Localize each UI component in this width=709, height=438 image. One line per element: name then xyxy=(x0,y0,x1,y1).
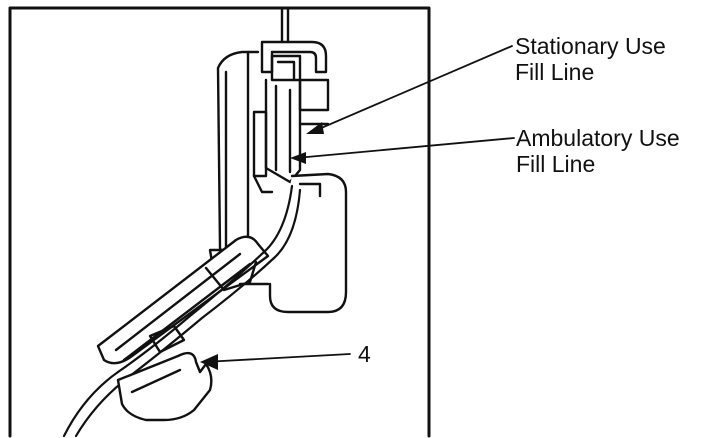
lower-clip xyxy=(116,324,213,422)
stationary-arrowhead xyxy=(306,122,324,134)
stationary-fill-line-label: Stationary Use Fill Line xyxy=(515,33,666,85)
illustration-frame xyxy=(8,6,431,438)
portable-unit-bracket xyxy=(298,78,330,126)
part-4-leader xyxy=(203,353,351,363)
part-4-arrowhead xyxy=(200,354,218,370)
stationary-label-line-2: Fill Line xyxy=(515,59,595,85)
ambulatory-label-line-2: Fill Line xyxy=(516,151,596,177)
portable-unit-inner xyxy=(298,182,322,198)
stationary-label-line-1: Stationary Use xyxy=(515,33,666,59)
callout-arrowheads xyxy=(200,122,324,370)
part-number-label: 4 xyxy=(358,341,371,367)
ambulatory-fill-line-label: Ambulatory Use Fill Line xyxy=(516,125,680,177)
ambulatory-label-line-1: Ambulatory Use xyxy=(516,125,680,151)
hanging-line xyxy=(280,6,290,44)
top-clamp xyxy=(260,40,328,82)
ambulatory-arrowhead xyxy=(290,152,306,164)
ambulatory-fill-leader xyxy=(295,137,515,159)
portable-unit xyxy=(268,172,348,314)
reservoir-housing xyxy=(208,50,260,264)
callout-leaders xyxy=(203,45,515,363)
stationary-fill-leader xyxy=(311,45,513,133)
fill-tube-assembly xyxy=(252,78,302,194)
angled-arm xyxy=(96,235,270,365)
